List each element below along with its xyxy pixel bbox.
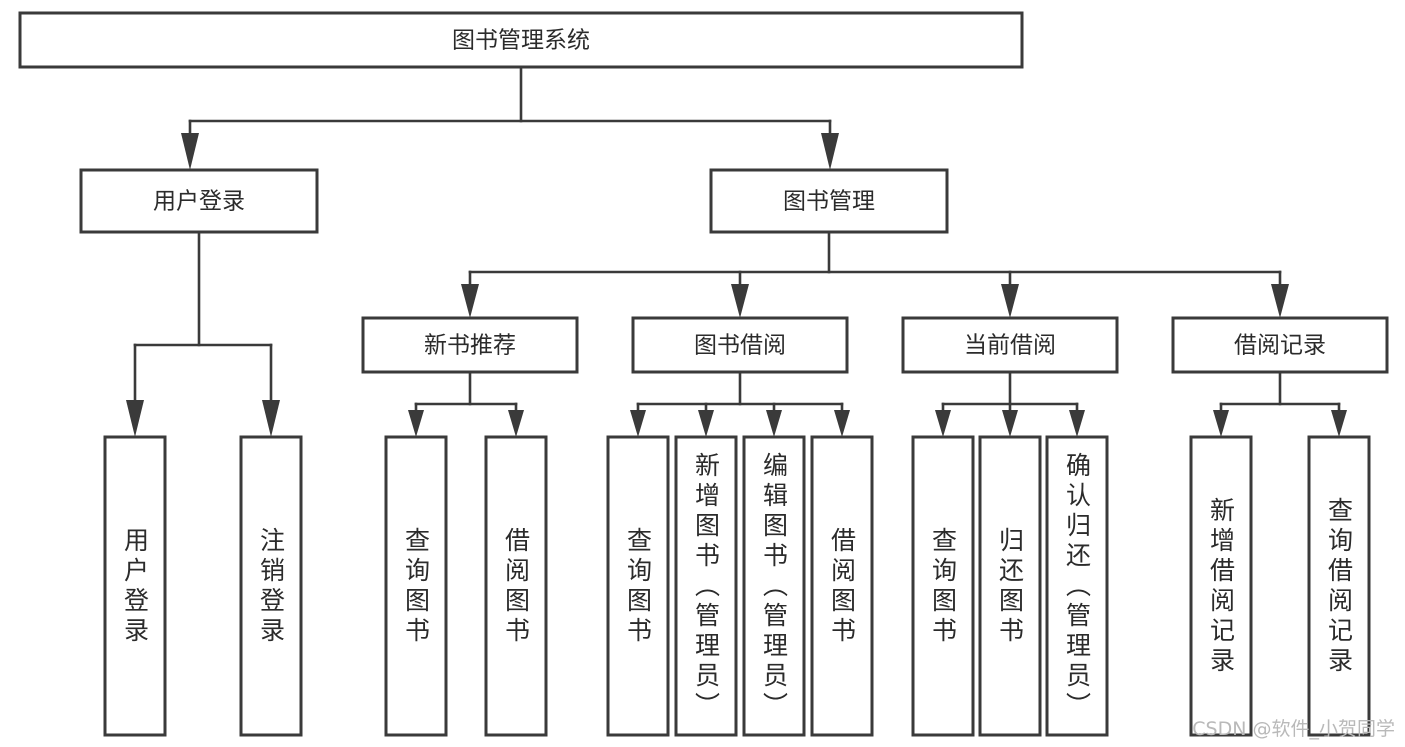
- arrow-head-icon: [834, 410, 850, 437]
- leaf-new-book-0-box[interactable]: [384, 435, 448, 737]
- connector-group-records-to-leaves: [1213, 370, 1347, 437]
- leaf-user-login-0-box[interactable]: [103, 435, 167, 737]
- arrow-head-icon: [1069, 410, 1085, 437]
- leaf-current-borrow-1-box[interactable]: [978, 435, 1042, 737]
- node-current-borrow-label: 当前借阅: [964, 333, 1056, 359]
- leaf-records-1-box[interactable]: [1307, 435, 1371, 737]
- arrow-head-icon: [1213, 410, 1229, 437]
- leaf-book-borrow-2-box[interactable]: [742, 435, 806, 737]
- arrow-head-icon: [1271, 284, 1289, 318]
- connector-group-userlogin-to-leaves: [126, 230, 280, 437]
- arrow-head-icon: [408, 410, 424, 437]
- leaf-book-borrow-3-box[interactable]: [810, 435, 874, 737]
- node-book-borrow-box[interactable]: [631, 316, 849, 374]
- connector-group-bookmgmt-to-level3: [461, 230, 1289, 318]
- leaf-current-borrow-1[interactable]: 归还图书: [978, 435, 1042, 737]
- leaf-current-borrow-2[interactable]: 确认归还（管理员）: [1045, 435, 1109, 737]
- arrow-head-icon: [935, 410, 951, 437]
- connector-group-current-to-leaves: [935, 370, 1085, 437]
- leaf-book-borrow-0-label: 查询图书: [624, 527, 653, 647]
- arrow-head-icon: [698, 410, 714, 437]
- leaf-new-book-1[interactable]: 借阅图书: [484, 435, 548, 737]
- node-book-management[interactable]: 图书管理: [709, 168, 949, 234]
- leaf-user-login-1[interactable]: 注销登录: [239, 435, 303, 737]
- leaf-user-login-1-label: 注销登录: [257, 527, 286, 647]
- node-user-login-label: 用户登录: [153, 189, 245, 215]
- leaf-user-login-1-box[interactable]: [239, 435, 303, 737]
- arrow-head-icon: [821, 133, 839, 170]
- leaf-records-0-label: 新增借阅记录: [1207, 497, 1236, 677]
- connector-group-newbook-to-leaves: [408, 370, 524, 437]
- arrow-head-icon: [461, 284, 479, 318]
- connector-group-bookborrow-to-leaves: [630, 370, 850, 437]
- arrow-head-icon: [1002, 410, 1018, 437]
- arrow-head-icon: [262, 400, 280, 437]
- node-user-login[interactable]: 用户登录: [79, 168, 319, 234]
- node-book-borrow[interactable]: 图书借阅: [631, 316, 849, 374]
- leaf-user-login-0[interactable]: 用户登录: [103, 435, 167, 737]
- node-current-borrow-box[interactable]: [901, 316, 1119, 374]
- arrow-head-icon: [630, 410, 646, 437]
- leaf-book-borrow-3[interactable]: 借阅图书: [810, 435, 874, 737]
- leaf-book-borrow-0-box[interactable]: [606, 435, 670, 737]
- leaf-current-borrow-0[interactable]: 查询图书: [911, 435, 975, 737]
- arrow-head-icon: [766, 410, 782, 437]
- leaf-new-book-0-label: 查询图书: [402, 527, 431, 647]
- node-root-system[interactable]: 图书管理系统: [18, 11, 1024, 69]
- arrow-head-icon: [731, 284, 749, 318]
- node-current-borrow[interactable]: 当前借阅: [901, 316, 1119, 374]
- node-book-management-label: 图书管理: [783, 189, 875, 215]
- leaf-new-book-1-box[interactable]: [484, 435, 548, 737]
- node-book-borrow-label: 图书借阅: [694, 333, 786, 359]
- node-new-book-recommend-label: 新书推荐: [424, 333, 516, 359]
- leaf-book-borrow-1-box[interactable]: [674, 435, 738, 737]
- node-new-book-recommend-box[interactable]: [361, 316, 579, 374]
- leaf-new-book-1-label: 借阅图书: [502, 527, 531, 647]
- leaf-book-borrow-0[interactable]: 查询图书: [606, 435, 670, 737]
- leaf-book-borrow-1-label: 新增图书（管理员）: [692, 452, 721, 722]
- arrow-head-icon: [508, 410, 524, 437]
- leaf-records-1-label: 查询借阅记录: [1325, 497, 1354, 677]
- arrow-head-icon: [1001, 284, 1019, 318]
- leaf-current-borrow-0-box[interactable]: [911, 435, 975, 737]
- leaf-records-0[interactable]: 新增借阅记录: [1189, 435, 1253, 737]
- leaf-current-borrow-0-label: 查询图书: [929, 527, 958, 647]
- arrow-head-icon: [181, 133, 199, 170]
- leaf-book-borrow-2-label: 编辑图书（管理员）: [760, 452, 789, 722]
- node-root-system-label: 图书管理系统: [452, 28, 590, 54]
- node-book-management-box[interactable]: [709, 168, 949, 234]
- node-borrow-records-label: 借阅记录: [1234, 333, 1326, 359]
- leaf-user-login-0-label: 用户登录: [121, 527, 150, 647]
- leaf-book-borrow-2[interactable]: 编辑图书（管理员）: [742, 435, 806, 737]
- leaf-book-borrow-1[interactable]: 新增图书（管理员）: [674, 435, 738, 737]
- leaf-book-borrow-3-label: 借阅图书: [828, 527, 857, 647]
- node-borrow-records[interactable]: 借阅记录: [1171, 316, 1389, 374]
- leaf-records-1[interactable]: 查询借阅记录: [1307, 435, 1371, 737]
- leaf-new-book-0[interactable]: 查询图书: [384, 435, 448, 737]
- node-user-login-box[interactable]: [79, 168, 319, 234]
- arrow-head-icon: [1331, 410, 1347, 437]
- node-borrow-records-box[interactable]: [1171, 316, 1389, 374]
- leaf-records-0-box[interactable]: [1189, 435, 1253, 737]
- node-root-system-box[interactable]: [18, 11, 1024, 69]
- node-new-book-recommend[interactable]: 新书推荐: [361, 316, 579, 374]
- leaf-current-borrow-1-label: 归还图书: [996, 527, 1025, 647]
- leaf-current-borrow-2-label: 确认归还（管理员）: [1063, 452, 1092, 722]
- leaf-current-borrow-2-box[interactable]: [1045, 435, 1109, 737]
- connector-group-root-to-level2: [181, 65, 839, 170]
- arrow-head-icon: [126, 400, 144, 437]
